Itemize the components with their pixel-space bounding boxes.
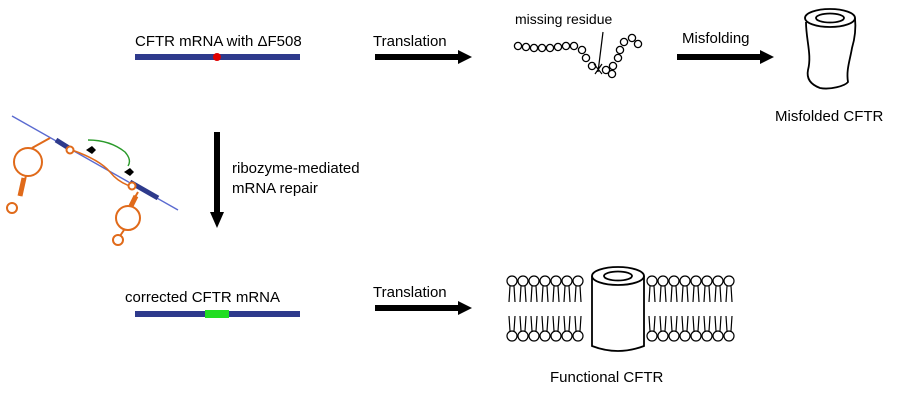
mutation-marker — [213, 53, 221, 61]
translation-arrow-bottom — [375, 301, 472, 315]
lipid-tail — [659, 285, 667, 303]
translation-arrow-top — [375, 50, 472, 64]
lipid-tail — [563, 285, 571, 303]
lipid-head — [668, 330, 680, 342]
lipid-tail — [725, 315, 733, 332]
lipid-head — [679, 330, 691, 342]
repair-arrow-down — [210, 132, 224, 228]
lipid-head — [561, 330, 573, 342]
mrna-corrected-bar — [135, 310, 300, 318]
misfolding-arrow — [677, 50, 774, 64]
lipid-tail — [648, 315, 656, 332]
lipid-head — [723, 275, 735, 287]
lipid-tail — [541, 285, 549, 303]
lipid-tail — [530, 285, 538, 303]
misfolded-cftr-icon — [804, 8, 857, 90]
lipid-tail — [552, 315, 560, 332]
lipid-tail — [530, 315, 538, 332]
lipid-tail — [681, 285, 689, 303]
lipid-tail — [659, 315, 667, 332]
lipid-head — [550, 275, 562, 287]
lipid-tail — [725, 285, 733, 303]
lipid-head — [572, 275, 584, 287]
label-translation-bottom: Translation — [373, 284, 447, 301]
lipid-head — [668, 275, 680, 287]
lipid-head — [572, 330, 584, 342]
lipid-tail — [519, 285, 527, 303]
lipid-head — [701, 330, 713, 342]
lipid-tail — [714, 285, 722, 303]
label-misfolded-cftr: Misfolded CFTR — [775, 108, 884, 125]
lipid-tail — [519, 315, 527, 332]
lipid-tail — [670, 285, 678, 303]
label-misfolding: Misfolding — [682, 30, 750, 47]
membrane-bilayer — [506, 275, 735, 342]
lipid-head — [506, 330, 518, 342]
lipid-tail — [681, 315, 689, 332]
label-mrna-mutant: CFTR mRNA with ΔF508 — [135, 33, 302, 50]
lipid-head — [657, 275, 669, 287]
protein-chain — [513, 33, 643, 79]
lipid-tail — [692, 285, 700, 303]
mrna-mutant-bar — [135, 53, 300, 61]
lipid-head — [679, 275, 691, 287]
lipid-head — [712, 275, 724, 287]
functional-cftr-icon — [591, 266, 645, 352]
label-repair-line1: ribozyme-mediated — [232, 160, 360, 177]
lipid-head — [712, 330, 724, 342]
lipid-tail — [714, 315, 722, 332]
lipid-tail — [574, 285, 582, 303]
lipid-tail — [670, 315, 678, 332]
lipid-head — [646, 275, 658, 287]
lipid-head — [690, 275, 702, 287]
lipid-head — [517, 275, 529, 287]
lipid-head — [528, 275, 540, 287]
lipid-head — [657, 330, 669, 342]
lipid-head — [561, 275, 573, 287]
lipid-head — [539, 330, 551, 342]
lipid-tail — [703, 315, 711, 332]
lipid-tail — [703, 285, 711, 303]
lipid-tail — [541, 315, 549, 332]
label-missing-residue: missing residue — [515, 11, 613, 27]
corrected-segment — [205, 310, 229, 318]
lipid-head — [646, 330, 658, 342]
lipid-head — [517, 330, 529, 342]
lipid-head — [550, 330, 562, 342]
label-translation-top: Translation — [373, 33, 447, 50]
lipid-tail — [552, 285, 560, 303]
lipid-tail — [508, 315, 516, 332]
lipid-tail — [692, 315, 700, 332]
lipid-tail — [648, 285, 656, 303]
label-functional-cftr: Functional CFTR — [550, 369, 664, 386]
lipid-head — [701, 275, 713, 287]
ribozyme-schematic — [6, 115, 179, 246]
lipid-head — [528, 330, 540, 342]
lipid-head — [506, 275, 518, 287]
lipid-head — [723, 330, 735, 342]
missing-residue-marker — [593, 31, 604, 75]
lipid-head — [539, 275, 551, 287]
lipid-tail — [508, 285, 516, 303]
label-repair-line2: mRNA repair — [232, 180, 318, 197]
lipid-head — [690, 330, 702, 342]
lipid-tail — [574, 315, 582, 332]
label-mrna-corrected: corrected CFTR mRNA — [125, 289, 281, 306]
lipid-tail — [563, 315, 571, 332]
